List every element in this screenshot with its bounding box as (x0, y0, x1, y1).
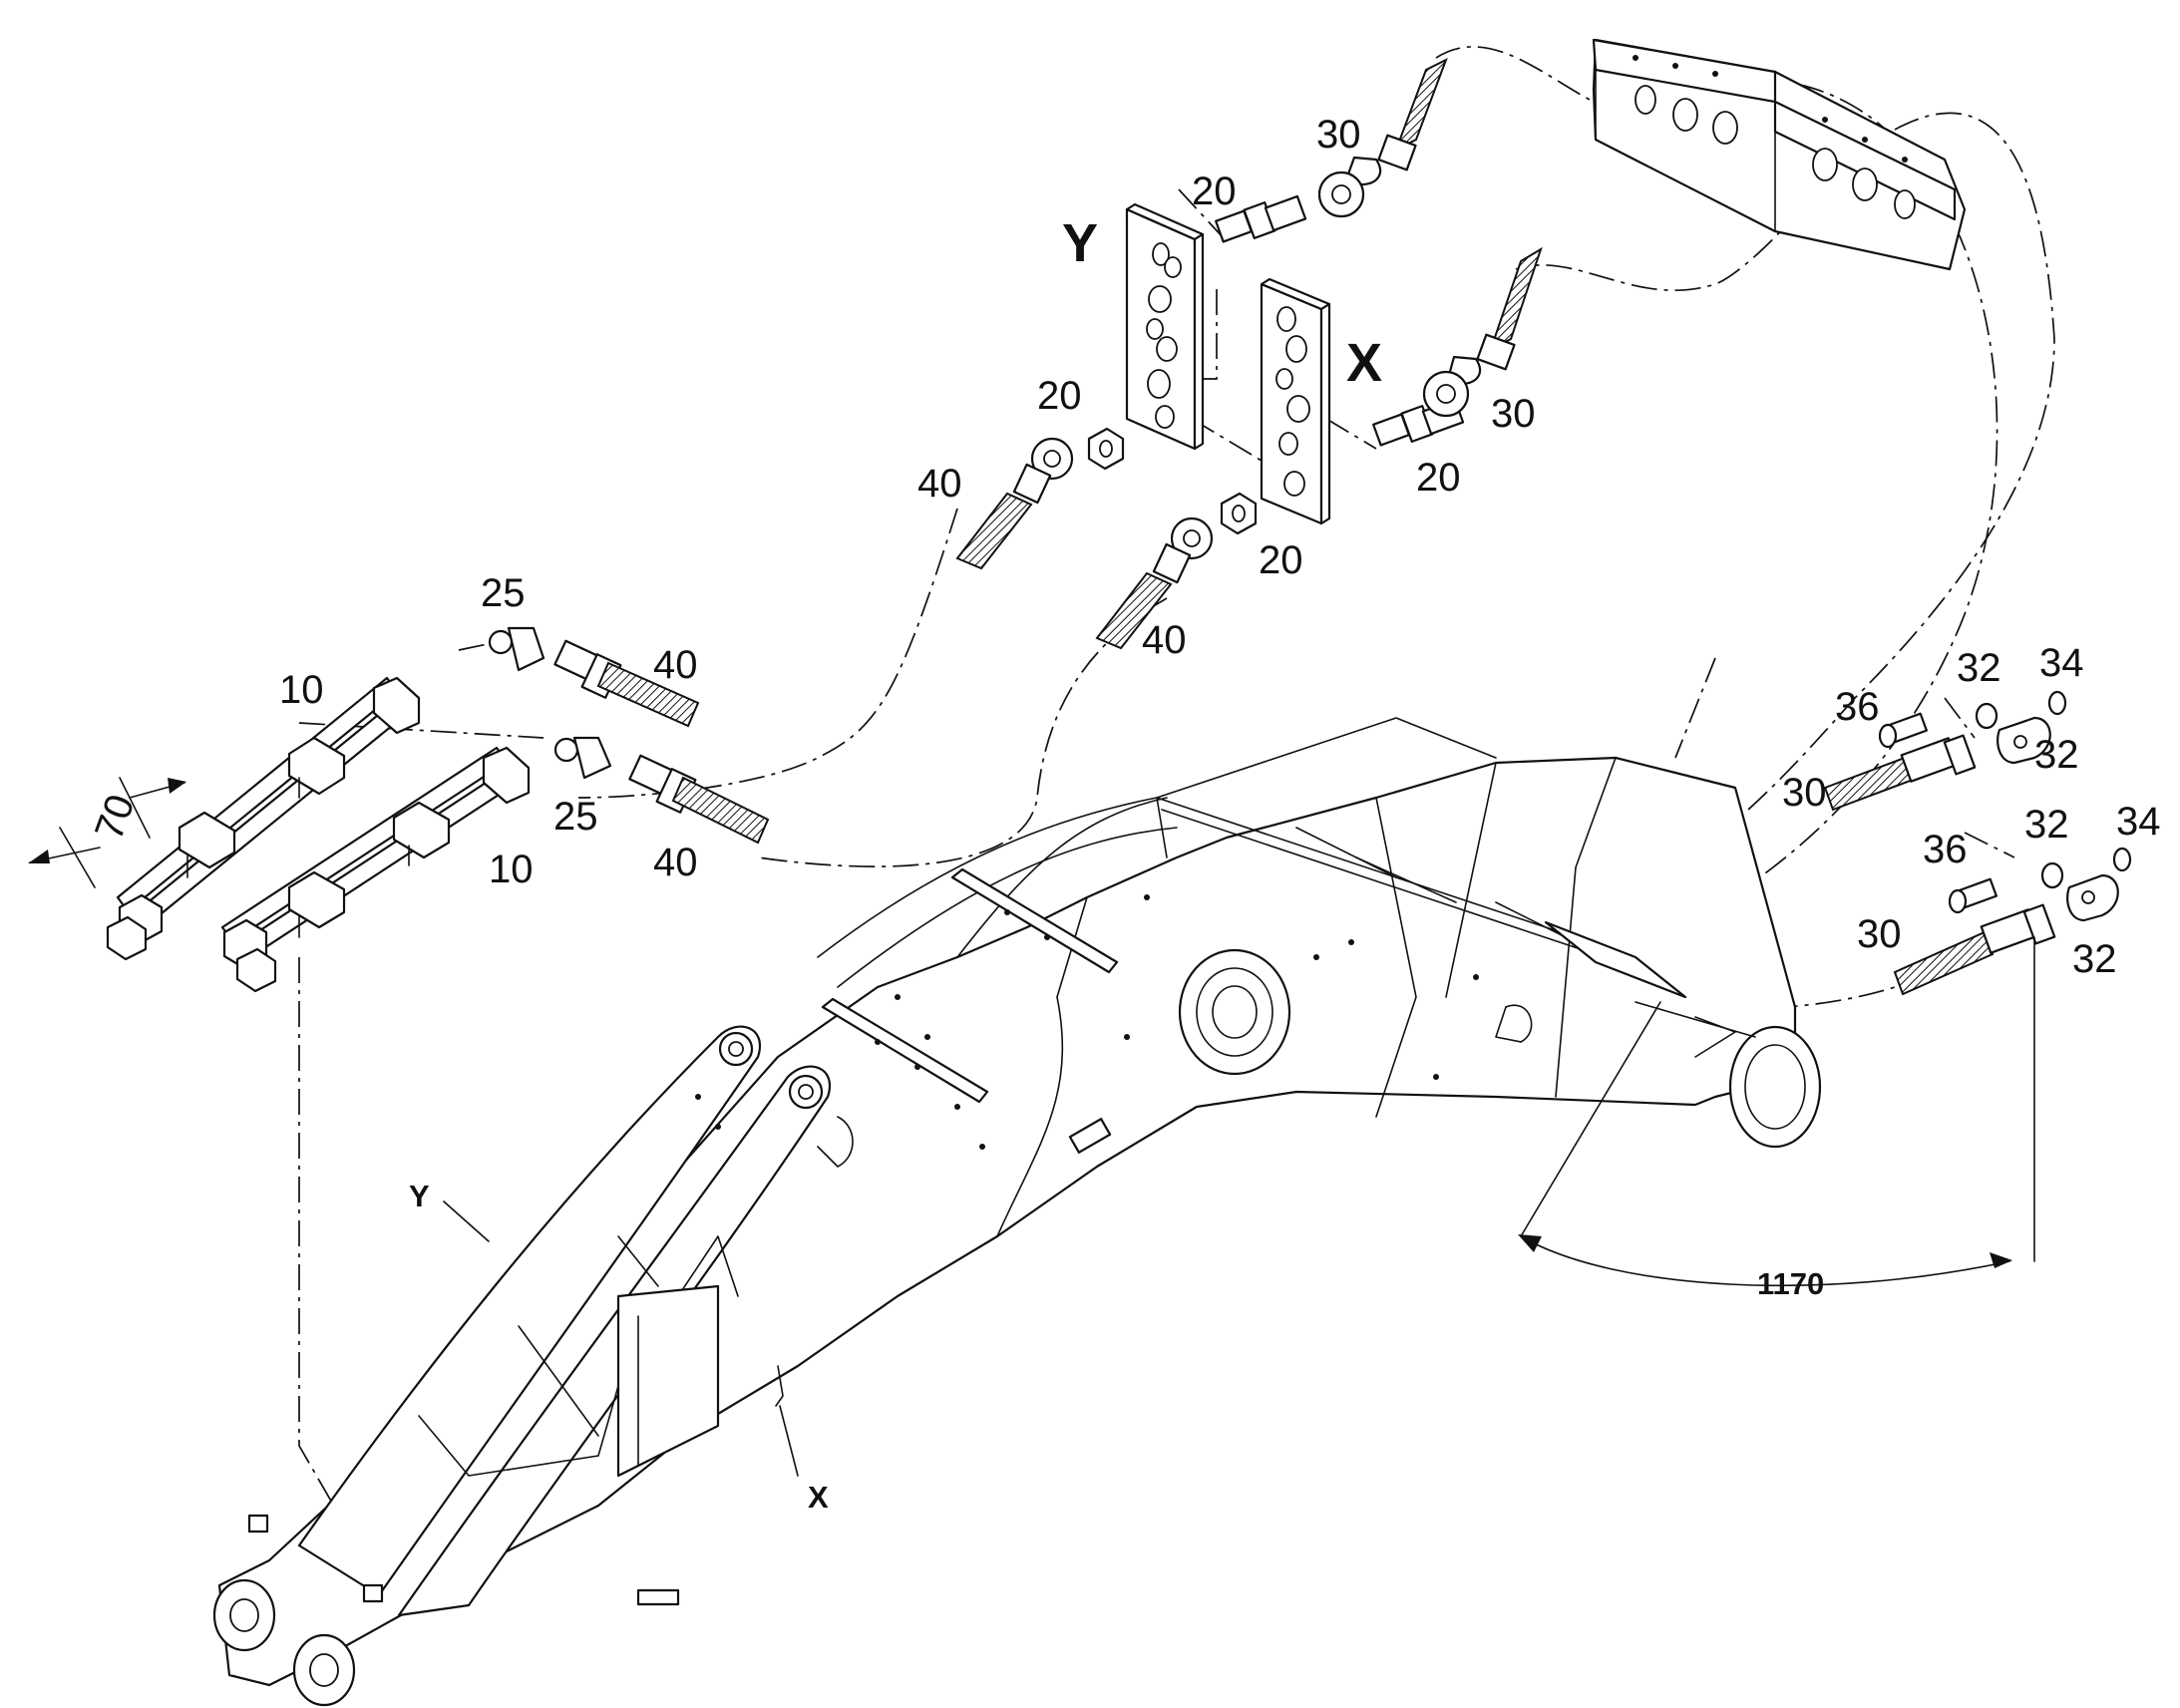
plate-x (1260, 277, 1331, 525)
elbow-25-upper (488, 626, 545, 672)
label-view-x: X (808, 1480, 829, 1515)
tube-assembly-10-upper (106, 676, 421, 961)
label-hose-40-middle: 40 (1142, 618, 1187, 662)
label-screw-36-top: 36 (1835, 685, 1880, 729)
hose-40-left-lower (628, 754, 770, 845)
hose-30-upper (1317, 57, 1448, 218)
hose-40-upper (955, 437, 1074, 570)
callout-labels: 30 20 Y 20 X 30 20 40 20 40 25 40 10 70 … (87, 113, 2160, 1515)
label-hose-30-right-top: 30 (1782, 771, 1827, 815)
label-view-y: Y (409, 1179, 430, 1213)
hose-30-right-top (1823, 734, 1977, 812)
label-plate-x: X (1346, 333, 1382, 393)
dimension-70-arrows (28, 777, 186, 888)
label-screw-36-mid: 36 (1923, 828, 1968, 871)
distribution-manifold-block (1592, 38, 1967, 271)
label-clamp-32-top: 32 (1957, 646, 2001, 690)
hose-40-left-upper (553, 639, 700, 728)
label-nut-20-center: 20 (1259, 538, 1303, 582)
plate-y (1125, 202, 1205, 451)
ring-34-bottom (2112, 847, 2132, 872)
locknut-20-center (1220, 492, 1258, 535)
label-elbow-25-lower: 25 (553, 795, 598, 839)
dimension-1170-arc (1518, 936, 2035, 1287)
label-adapter-20-right: 20 (1416, 456, 1461, 500)
label-hose-30-right: 30 (1491, 392, 1536, 436)
tube-assembly-10-lower (220, 746, 531, 993)
label-elbow-25-upper: 25 (481, 571, 526, 615)
hose-30-right-bottom (1893, 903, 2056, 996)
hose-40-middle (1095, 516, 1214, 650)
label-hose-40-upper: 40 (917, 462, 962, 506)
excavator-boom (212, 717, 1822, 1707)
adapter-20-upper (1215, 194, 1307, 243)
label-ring-34-mid: 34 (2116, 800, 2161, 844)
label-dimension-70: 70 (87, 789, 144, 846)
label-adapter-20-top: 20 (1192, 170, 1237, 213)
label-plate-y: Y (1062, 213, 1098, 273)
screw-36-bottom (1948, 877, 1998, 914)
label-clamp-32-bottom: 32 (2072, 937, 2117, 981)
clamp-32-bottom (2040, 861, 2119, 922)
ring-34-top (2047, 690, 2067, 716)
label-dimension-1170: 1170 (1757, 1266, 1824, 1301)
label-tube-10-lower: 10 (489, 848, 534, 891)
view-leaders (443, 1200, 799, 1477)
label-tube-10-upper: 10 (279, 668, 324, 712)
label-hose-40-left-lower: 40 (653, 841, 698, 884)
label-clamp-32-mid: 32 (2024, 803, 2069, 847)
label-nut-20-left: 20 (1037, 374, 1082, 418)
label-clamp-32-right-top: 32 (2034, 733, 2079, 777)
label-hose-30-upper: 30 (1316, 113, 1361, 157)
screw-36-top (1878, 712, 1928, 749)
label-ring-34-top: 34 (2039, 641, 2084, 685)
locknut-20-left (1087, 427, 1125, 471)
label-hose-30-right-bottom: 30 (1857, 912, 1902, 956)
label-hose-40-left-upper: 40 (653, 643, 698, 687)
hose-30-lower (1422, 246, 1543, 418)
clamp-32-top (1975, 702, 2051, 765)
elbow-25-lower (553, 736, 612, 780)
